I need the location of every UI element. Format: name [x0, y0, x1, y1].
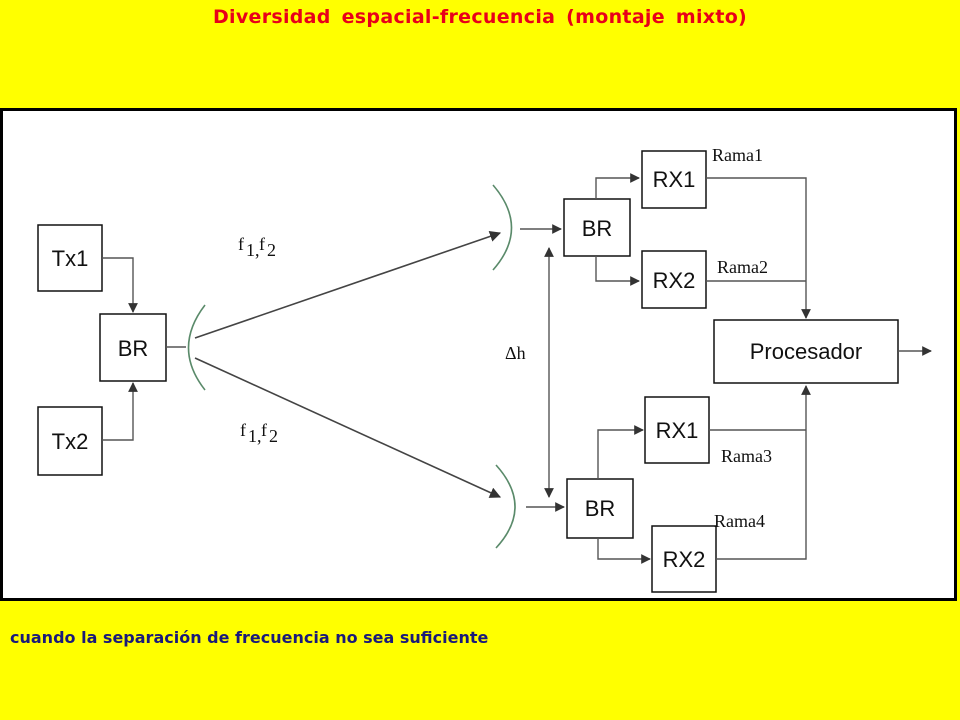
tx1-label: Tx1: [52, 246, 89, 271]
height-separation-label: Δh: [505, 343, 526, 363]
lower-beam-label: f 1, f 2: [240, 420, 278, 446]
processor-label: Procesador: [750, 339, 863, 364]
branch2-label: Rama2: [717, 257, 768, 277]
lower-rx2-block: RX2: [651, 525, 717, 593]
branch4-line: [716, 385, 811, 560]
upper-splitter-to-rx1-line: [595, 173, 640, 199]
upper-beam-label: f 1, f 2: [238, 234, 276, 260]
branch1-line: [706, 177, 811, 319]
svg-text:f: f: [238, 234, 244, 254]
lower-rx1-label: RX1: [656, 418, 699, 443]
lower-splitter-block: BR: [566, 478, 634, 539]
slide-caption: cuando la separación de frecuencia no se…: [10, 628, 489, 647]
lower-splitter-label: BR: [585, 496, 616, 521]
upper-splitter-label: BR: [582, 216, 613, 241]
slide-title: Diversidad espacial-frecuencia (montaje …: [212, 6, 748, 28]
svg-text:f: f: [259, 234, 265, 254]
svg-text:1,: 1,: [248, 426, 262, 446]
lower-rx2-label: RX2: [663, 547, 706, 572]
lower-splitter-to-rx1-line: [597, 425, 644, 479]
upper-splitter-to-rx2-line: [595, 256, 640, 286]
branch3-label: Rama3: [721, 446, 772, 466]
tx-antenna-icon: [187, 304, 206, 391]
svg-text:1,: 1,: [246, 240, 260, 260]
upper-rx-antenna-icon: [492, 184, 513, 271]
upper-splitter-block: BR: [563, 198, 631, 257]
svg-text:f: f: [240, 420, 246, 440]
lower-splitter-to-rx2-line: [597, 538, 651, 564]
processor-block: Procesador: [713, 319, 899, 384]
tx2-label: Tx2: [52, 429, 89, 454]
svg-text:2: 2: [269, 426, 278, 446]
tx1-block: Tx1: [37, 224, 103, 292]
tx2-to-combiner-line: [102, 382, 138, 441]
tx2-block: Tx2: [37, 406, 103, 476]
tx1-to-combiner-line: [102, 257, 138, 313]
upper-rx2-label: RX2: [653, 268, 696, 293]
svg-text:2: 2: [267, 240, 276, 260]
tx-combiner-block: BR: [99, 313, 167, 382]
branch4-label: Rama4: [714, 511, 765, 531]
tx-combiner-label: BR: [118, 336, 149, 361]
svg-text:f: f: [261, 420, 267, 440]
upper-rx1-label: RX1: [653, 167, 696, 192]
lower-rx-antenna-icon: [495, 464, 516, 549]
branch1-label: Rama1: [712, 145, 763, 165]
diagram-panel: Tx1 Tx2 BR f 1, f 2 f 1, f 2: [0, 108, 957, 601]
lower-rx1-block: RX1: [644, 396, 710, 464]
upper-beam: [194, 230, 502, 339]
upper-rx2-block: RX2: [641, 250, 707, 309]
upper-rx1-block: RX1: [641, 150, 707, 209]
lower-beam: [194, 357, 502, 498]
